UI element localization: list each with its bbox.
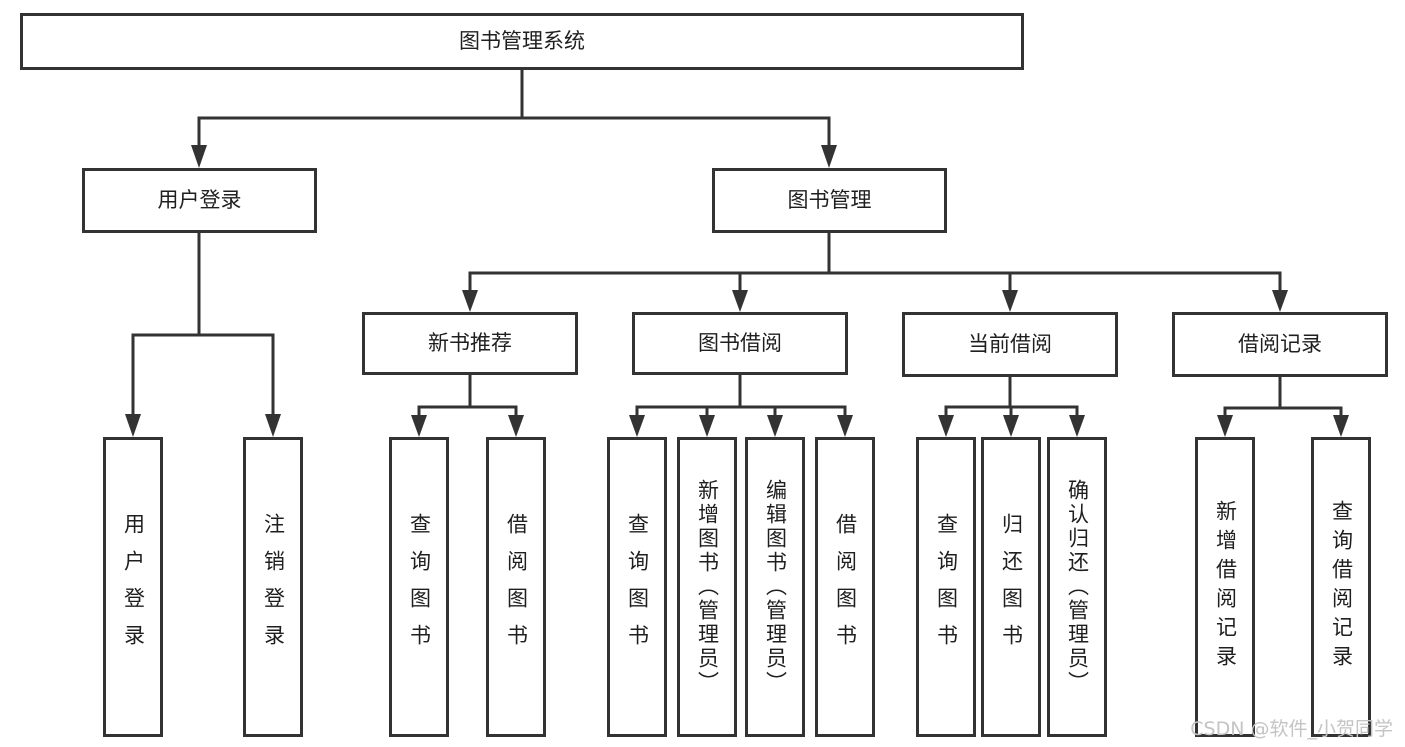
leaf-query-books-2: 查询图书 [607, 437, 667, 737]
node-book-borrow: 图书借阅 [632, 312, 848, 375]
node-label: 当前借阅 [968, 332, 1052, 356]
leaf-logout-login: 注销登录 [243, 437, 303, 737]
node-label: 查询图书 [934, 513, 959, 661]
node-borrow-records: 借阅记录 [1172, 312, 1388, 377]
leaf-return-book: 归还图书 [981, 437, 1041, 737]
leaf-add-book-admin: 新增图书（管理员） [677, 437, 737, 737]
node-label: 归还图书 [999, 513, 1024, 661]
node-label: 图书管理系统 [459, 29, 585, 53]
node-label: 确认归还（管理员） [1065, 479, 1090, 695]
leaf-borrow-books-1: 借阅图书 [486, 437, 546, 737]
node-label: 注销登录 [261, 513, 286, 661]
node-label: 查询图书 [625, 513, 650, 661]
node-new-book-recommend: 新书推荐 [362, 312, 578, 375]
leaf-confirm-return-admin: 确认归还（管理员） [1047, 437, 1107, 737]
leaf-add-borrow-record: 新增借阅记录 [1195, 437, 1255, 737]
node-label: 借阅图书 [833, 513, 858, 661]
node-book-management: 图书管理 [712, 168, 947, 233]
node-label: 图书管理 [787, 188, 872, 212]
node-label: 用户登录 [157, 188, 242, 212]
node-label: 图书借阅 [698, 331, 782, 355]
leaf-borrow-books-2: 借阅图书 [815, 437, 875, 737]
node-label: 编辑图书（管理员） [763, 479, 788, 695]
node-label: 新增借阅记录 [1213, 500, 1238, 674]
leaf-edit-book-admin: 编辑图书（管理员） [745, 437, 805, 737]
node-label: 新书推荐 [428, 331, 512, 355]
node-library-management-system: 图书管理系统 [20, 13, 1024, 70]
node-label: 新增图书（管理员） [695, 479, 720, 695]
node-label: 借阅记录 [1238, 332, 1322, 356]
leaf-user-login: 用户登录 [103, 437, 163, 737]
leaf-query-books-3: 查询图书 [916, 437, 976, 737]
node-user-login: 用户登录 [82, 168, 317, 233]
node-label: 借阅图书 [504, 513, 529, 661]
leaf-query-books-1: 查询图书 [389, 437, 449, 737]
leaf-query-borrow-record: 查询借阅记录 [1311, 437, 1371, 737]
node-label: 查询借阅记录 [1329, 500, 1354, 674]
node-current-borrow: 当前借阅 [902, 312, 1118, 377]
node-label: 用户登录 [121, 513, 146, 661]
arrowheads [125, 145, 1349, 437]
node-label: 查询图书 [407, 513, 432, 661]
